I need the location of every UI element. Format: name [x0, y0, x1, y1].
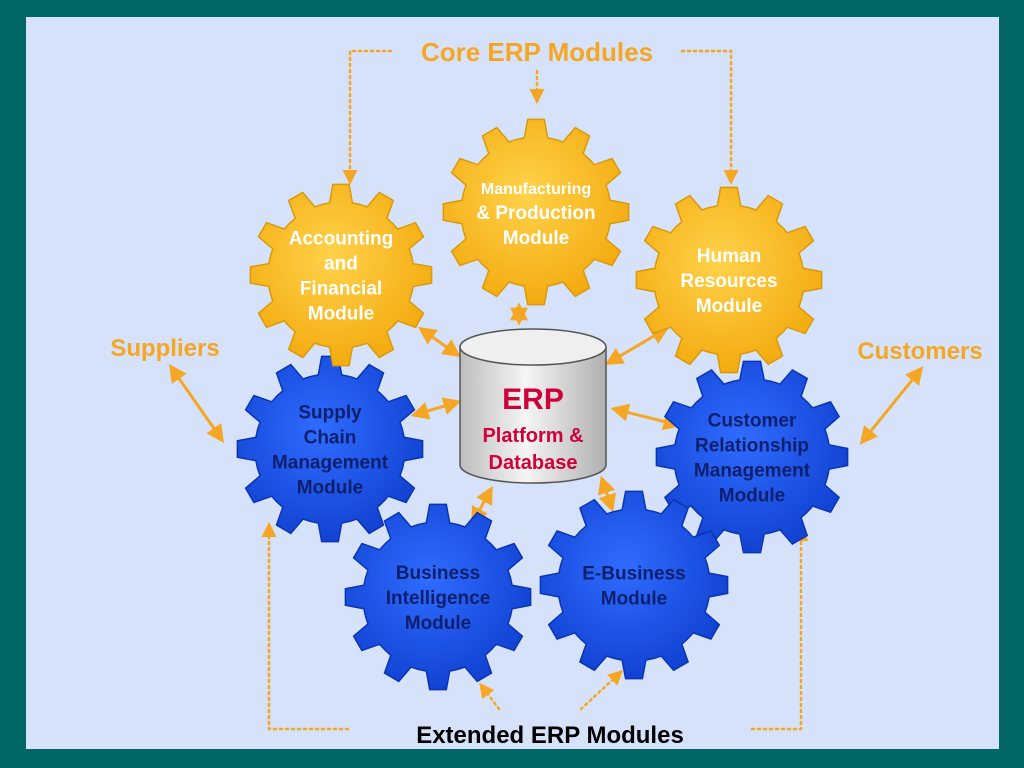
- core-gear-human-resources-module-shape: [635, 186, 823, 374]
- gear-modules: SupplyChainManagementModuleCustomerRelat…: [236, 118, 849, 691]
- extended-gear-business-intelligence-module-label-line: Business: [396, 563, 480, 584]
- core-gear-human-resources-module-label-line: Resources: [680, 271, 777, 292]
- database-title: ERP: [502, 383, 564, 416]
- dotted-connector: [261, 522, 350, 731]
- extended-gear-e-business-module-shape: [539, 490, 729, 680]
- core-gear-human-resources-module-label-line: Module: [696, 296, 763, 317]
- core-gear-accounting-and-financial-module-label-line: Module: [308, 304, 375, 325]
- extended-gear-customer-relationship-management-module-label-line: Relationship: [695, 436, 809, 457]
- dotted-connector: [479, 682, 501, 711]
- extended-gear-e-business-module-label-line: E-Business: [582, 564, 685, 585]
- core-gear-manufacturing-production-module-label-line: & Production: [476, 203, 595, 224]
- double-arrow-connector: [859, 366, 924, 445]
- database-line-2: Database: [489, 452, 578, 474]
- core-gear-accounting-and-financial-module-shape: [249, 183, 433, 367]
- dotted-connector: [750, 526, 809, 731]
- dotted-connectors: [261, 49, 809, 731]
- erp-modules-diagram: SupplyChainManagementModuleCustomerRelat…: [110, 37, 982, 749]
- core-gear-manufacturing-production-module-shape: [442, 118, 630, 306]
- suppliers-label: Suppliers: [110, 335, 219, 362]
- dotted-connector: [342, 49, 393, 185]
- core-modules-heading: Core ERP Modules: [421, 37, 653, 67]
- extended-modules-heading: Extended ERP Modules: [416, 722, 684, 749]
- extended-gear-e-business-module-label-line: Module: [601, 589, 668, 610]
- dotted-connector: [680, 49, 739, 185]
- double-arrow-connector: [604, 327, 670, 365]
- core-gear-human-resources-module-label-line: Human: [697, 246, 761, 267]
- extended-gear-supply-chain-management-module-shape: [236, 355, 424, 543]
- extended-gear-business-intelligence-module-shape: [344, 503, 532, 691]
- extended-gear-customer-relationship-management-module-label-line: Customer: [708, 411, 797, 432]
- database-line-1: Platform &: [482, 425, 583, 447]
- double-arrow-connector: [610, 403, 682, 431]
- extended-gear-supply-chain-management-module-label-line: Module: [297, 478, 364, 499]
- extended-gear-business-intelligence-module-label-line: Module: [405, 613, 472, 634]
- extended-gear-business-intelligence-module-label-line: Intelligence: [386, 588, 491, 609]
- double-arrow-connector: [168, 364, 225, 443]
- extended-gear-supply-chain-management-module-label-line: Chain: [304, 428, 357, 449]
- core-gear-accounting-and-financial-module-label-line: and: [324, 254, 358, 275]
- extended-gear-supply-chain-management-module-label-line: Supply: [298, 403, 362, 424]
- double-arrow-connectors: [168, 302, 924, 526]
- double-arrow-connector: [410, 397, 462, 420]
- extended-gear-supply-chain-management-module-label-line: Management: [272, 453, 389, 474]
- customers-label: Customers: [857, 338, 982, 365]
- extended-gear-customer-relationship-management-module-shape: [655, 360, 849, 554]
- dotted-connector: [579, 669, 624, 711]
- core-gear-accounting-and-financial-module-label-line: Accounting: [289, 229, 394, 250]
- extended-gear-customer-relationship-management-module-label-line: Module: [719, 486, 786, 507]
- core-gear-manufacturing-production-module-label-line: Module: [503, 228, 570, 249]
- core-gear-accounting-and-financial-module-label-line: Financial: [300, 279, 382, 300]
- double-arrow-connector: [418, 326, 461, 358]
- core-gear-manufacturing-production-module-label-line: Manufacturing: [481, 181, 591, 198]
- double-arrow-connector: [598, 475, 616, 513]
- erp-database-cylinder: ERP Platform & Database: [459, 328, 607, 484]
- extended-gear-customer-relationship-management-module-label-line: Management: [694, 461, 811, 482]
